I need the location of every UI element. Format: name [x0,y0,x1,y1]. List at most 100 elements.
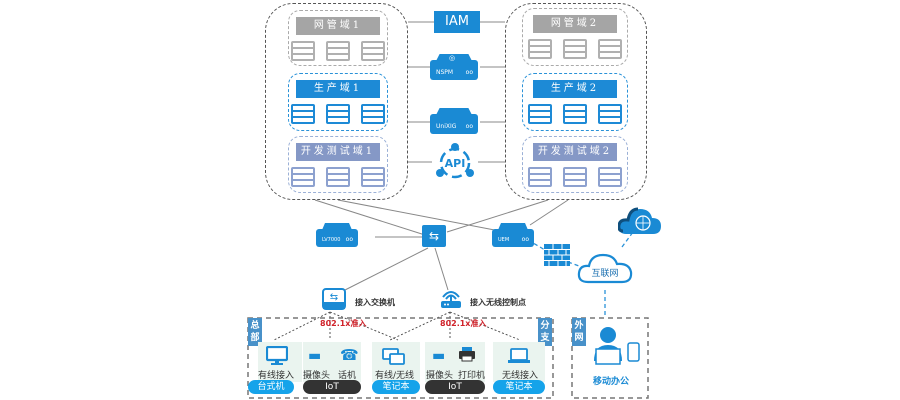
zone-group-2 [505,3,647,200]
server-icon [528,39,552,59]
unixig-device: UniXIG oo [430,108,478,134]
internet-label: 互联网 [591,268,618,279]
nspm-label: NSPM [436,69,454,76]
internet-cloud-icon: 互联网 [577,253,633,284]
phone-label: 话机 [338,371,357,381]
zone-group-1 [265,3,408,200]
line-switch-ap [434,247,449,291]
external-boundary [571,317,649,399]
camera-icon: ▬ [432,348,446,364]
api-label: API [445,157,466,170]
server-icon [598,39,622,59]
server-icon [361,167,385,187]
cloud-globe-icon [618,207,661,234]
phone-icon: ☎ [340,346,359,364]
server-icon [326,167,350,187]
ports-icon: oo [465,123,473,130]
wireless-ap-icon [441,291,461,308]
server-icon [291,104,315,124]
mgmt-zone-1: 网管域1 [288,10,388,66]
line-zone2-switch [446,199,549,233]
hq-iot-tag: IoT [303,380,361,394]
uem-device: UEM oo [492,223,534,247]
auth-label-hq: 802.1x准入 [320,319,367,328]
branch-side-tag: 分支 [538,318,552,346]
line-ap-laptop [389,311,451,341]
line-access-desktop [273,311,331,341]
server-icon [291,167,315,187]
dev-zone-2: 开发测试域2 [522,136,628,193]
line-switch-access [344,247,429,291]
firewall-icon [544,244,570,266]
dual-screen-icon [382,348,405,365]
dev-zone-2-title: 开发测试域2 [533,143,617,161]
uem-label: UEM [498,237,510,243]
server-icon [563,167,587,187]
branch-iot-tile [425,342,485,382]
api-icon: API [436,143,474,179]
server-icon [563,39,587,59]
printer-label: 打印机 [458,371,486,381]
mgmt-zone-1-title: 网管域1 [296,17,380,35]
nspm-device: ◎ NSPM oo [430,54,478,80]
server-icon [291,41,315,61]
camera-icon: ▬ [308,348,322,364]
line-access-laptop [329,311,399,341]
hq-laptop-access-label: 有线/无线 [375,371,415,381]
ports-icon: oo [345,236,353,243]
desktop-tag: 台式机 [248,380,294,394]
server-icon [563,104,587,124]
hq-branch-boundary [247,317,554,399]
line-zone1-switch [314,199,426,236]
server-icon [361,41,385,61]
prod-zone-1: 生产域1 [288,73,388,131]
ports-icon: oo [465,69,473,76]
mgmt-zone-2-title: 网管域2 [533,15,617,33]
mobile-office-label: 移动办公 [593,377,630,387]
lv7000-device: LV7000 oo [316,223,358,247]
line-firewall-internet [567,261,591,271]
server-icon [528,167,552,187]
camera-label: 摄像头 [303,371,331,381]
dev-zone-1: 开发测试域1 [288,136,388,193]
desktop-access-label: 有线接入 [258,371,295,381]
line-zone2-uem [529,199,569,226]
prod-zone-2: 生产域2 [522,73,628,131]
lv7000-label: LV7000 [322,237,341,243]
mobile-user-icon [594,327,640,365]
access-switch-label: 接入交换机 [355,298,395,307]
line-zone1-uem [337,199,506,233]
server-icon [598,167,622,187]
server-icon [598,104,622,124]
svg-text:⇆: ⇆ [330,292,338,303]
ports-icon: oo [521,236,529,243]
monitor-icon [266,346,288,365]
server-icon [326,104,350,124]
line-ap-laptop2 [449,311,521,341]
hq-side-tag: 总部 [248,318,262,346]
line-internet-cloud [621,231,634,248]
hq-iot-tile [303,342,361,382]
prod-zone-1-title: 生产域1 [296,80,380,98]
auth-label-branch: 802.1x准入 [440,319,487,328]
mgmt-zone-2: 网管域2 [522,8,628,66]
core-switch-icon: ⇆ [422,225,446,247]
branch-laptop-tag: 笔记本 [493,380,545,394]
globe-icon: ◎ [449,54,456,62]
prod-zone-2-title: 生产域2 [533,80,617,98]
dev-zone-1-title: 开发测试域1 [296,143,380,161]
printer-icon [459,347,475,362]
hq-laptop-tag: 笔记本 [372,380,420,394]
external-side-tag: 外网 [572,318,586,346]
camera-label: 摄像头 [426,371,454,381]
server-icon [326,41,350,61]
branch-iot-tag: IoT [425,380,485,394]
wireless-ap-label: 接入无线控制点 [470,298,526,307]
unixig-label: UniXIG [436,123,457,130]
access-switch-icon: ⇆ [322,288,346,310]
iam-box: IAM [434,11,480,33]
laptop-icon [508,348,530,363]
server-icon [361,104,385,124]
server-icon [528,104,552,124]
